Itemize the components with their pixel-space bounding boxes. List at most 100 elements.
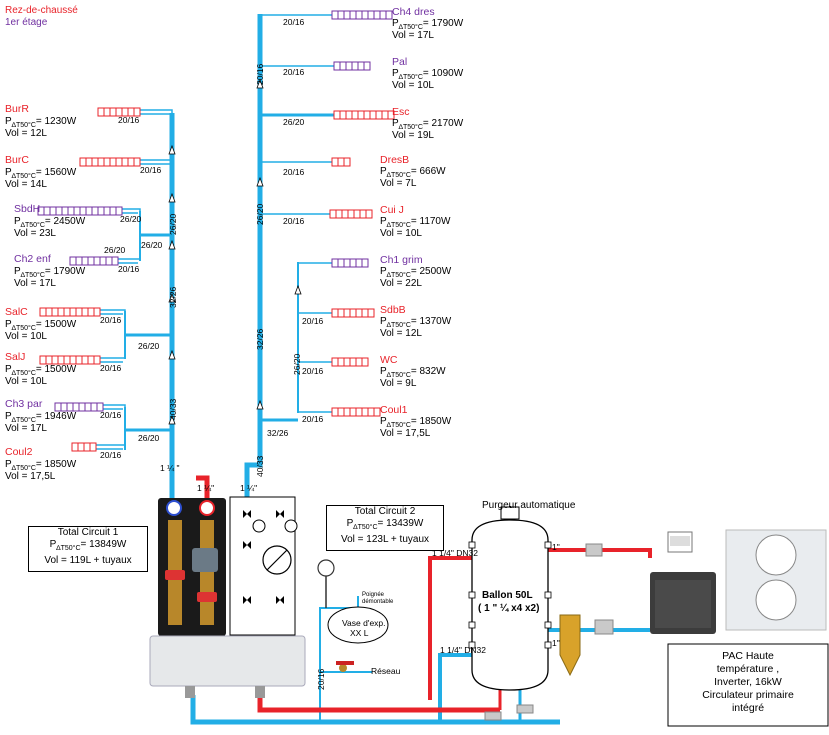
room-volume: Vol = 17L xyxy=(392,30,434,41)
pac-box xyxy=(667,643,829,727)
room-volume: Vol = 22L xyxy=(380,278,422,289)
room-name: Cui J xyxy=(380,204,404,216)
room-power: P∆T50°C= 1850W xyxy=(5,459,76,474)
valve-icon xyxy=(516,704,534,714)
power-value: = 832W xyxy=(410,366,446,377)
power-prefix: P xyxy=(5,167,12,178)
power-prefix: P xyxy=(14,266,21,277)
pac-line: PAC Haute xyxy=(722,650,774,662)
manifold xyxy=(149,635,306,687)
pipe-size-label: 20/16 xyxy=(100,363,122,373)
manifold-outlet xyxy=(255,686,265,698)
pipe-size-label: 20/16 xyxy=(316,668,326,690)
room-name: Ch2 enf xyxy=(14,253,51,265)
pipe-size-label: 20/16 xyxy=(255,63,265,85)
expansion-pipe xyxy=(319,596,359,722)
pac-line: température , xyxy=(716,663,780,675)
thermometer-icon xyxy=(199,500,215,516)
tank-label: Ballon 50L xyxy=(482,590,533,601)
circuit2-feed xyxy=(244,455,263,500)
tank-port xyxy=(468,591,476,599)
thermometer-icon xyxy=(252,519,266,533)
branch-pipe xyxy=(140,109,173,113)
total-power: P∆T50°C= 13439W xyxy=(327,518,443,534)
tank-hot-in xyxy=(428,556,472,700)
power-prefix: P xyxy=(392,18,399,29)
room-name: SdbB xyxy=(380,304,406,316)
power-value: = 1850W xyxy=(35,459,77,470)
room-name: WC xyxy=(380,354,398,366)
power-value: = 2170W xyxy=(422,118,464,129)
power-prefix: P xyxy=(380,416,387,427)
room-name: Coul1 xyxy=(380,404,408,416)
pipe-size-label: 26/20 xyxy=(292,353,302,375)
room-volume: Vol = 12L xyxy=(380,328,422,339)
branch-pipe xyxy=(103,404,126,407)
valve-icon xyxy=(168,192,176,203)
power-value: = 1850W xyxy=(410,416,452,427)
radiator-icon xyxy=(329,209,373,219)
pipe-size-label: 20/16 xyxy=(283,17,305,27)
room-power: P∆T50°C= 1850W xyxy=(380,416,451,431)
room-power: P∆T50°C= 2450W xyxy=(14,216,85,231)
primary-return xyxy=(190,695,560,725)
power-value: = 666W xyxy=(410,166,446,177)
radiator-icon xyxy=(97,107,141,117)
expansion-label: Vase d'exp. xyxy=(342,618,386,628)
room-name: Ch4 dres xyxy=(392,6,435,18)
power-value: = 1230W xyxy=(35,116,77,127)
room-name: Esc xyxy=(392,106,410,118)
room-power: P∆T50°C= 1560W xyxy=(5,167,76,182)
power-value: = 1946W xyxy=(35,411,77,422)
legend-ground-floor: Rez-de-chaussé xyxy=(5,5,78,16)
valve-icon xyxy=(168,292,176,303)
power-prefix: P xyxy=(5,459,12,470)
circulator-icon xyxy=(192,548,218,572)
pipe-size-label: 1 ¼ " xyxy=(160,463,180,473)
purge-label: Purgeur automatique xyxy=(482,500,576,511)
room-volume: Vol = 12L xyxy=(5,128,47,139)
pipe-size-label: 26/20 xyxy=(138,341,160,351)
pac-line: Circulateur primaire xyxy=(702,689,794,701)
brass-pipe xyxy=(200,520,214,625)
pipe-size-label: 26/20 xyxy=(255,203,265,225)
power-value: = 1500W xyxy=(35,319,77,330)
room-volume: Vol = 23L xyxy=(14,228,56,239)
power-subscript: ∆T50°C xyxy=(20,272,45,279)
power-value: = 1790W xyxy=(44,266,86,277)
room-name: SalC xyxy=(5,306,28,318)
total-volume: Vol = 119L + tuyaux xyxy=(44,555,132,566)
power-prefix: P xyxy=(5,411,12,422)
thermometer-icon xyxy=(166,500,182,516)
pipe-size-label: 20/16 xyxy=(283,67,305,77)
power-subscript: ∆T50°C xyxy=(11,370,36,377)
valve-icon xyxy=(168,349,176,360)
power-value: = 1500W xyxy=(35,364,77,375)
power-subscript: ∆T50°C xyxy=(386,272,411,279)
room-power: P∆T50°C= 1170W xyxy=(380,216,450,231)
power-value: = 1090W xyxy=(422,68,464,79)
power-value: = 2450W xyxy=(44,216,86,227)
pipe-size-label: 1" xyxy=(552,638,560,648)
power-prefix: P xyxy=(380,316,387,327)
tank-port xyxy=(544,591,552,599)
room-name: Pal xyxy=(392,56,408,68)
tank-label: ( 1 " ¼ x4 x2) xyxy=(478,603,540,614)
room-volume: Vol = 17,5L xyxy=(380,428,431,439)
power-value: = 1790W xyxy=(422,18,464,29)
total-volume: Vol = 123L + tuyaux xyxy=(340,534,430,545)
pipe-size-label: 1 1/4" DN32 xyxy=(440,645,487,655)
room-name: SalJ xyxy=(5,351,26,363)
room-power: P∆T50°C= 1790W xyxy=(14,266,85,281)
power-prefix: P xyxy=(5,116,12,127)
pipe-size-label: 20/16 xyxy=(118,115,140,125)
room-power: P∆T50°C= 666W xyxy=(380,166,446,181)
pipe-size-label: 26/20 xyxy=(168,213,178,235)
power-subscript: ∆T50°C xyxy=(353,524,378,531)
room-power: P∆T50°C= 1230W xyxy=(5,116,76,131)
pipe-size-label: 1 ¼" xyxy=(240,483,258,493)
valve-icon xyxy=(243,596,251,604)
pipe-size-label: 20/16 xyxy=(302,366,324,376)
primary-flow xyxy=(257,695,500,713)
indoor-unit-panel xyxy=(655,580,711,628)
